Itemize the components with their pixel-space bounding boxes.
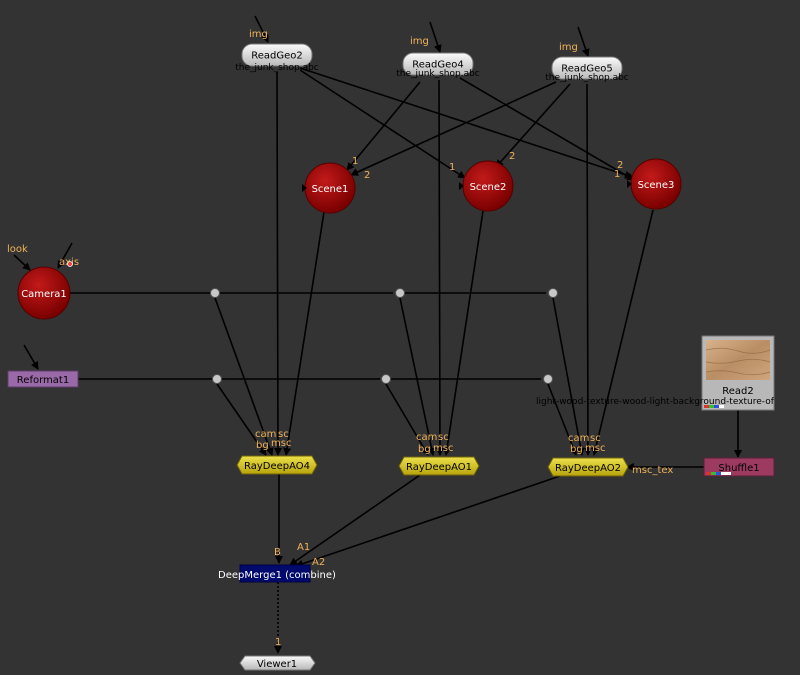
readgeo5-node[interactable]: ReadGeo5 the_junk_shop.abc	[545, 56, 629, 83]
raydeepao2-bg-label: bg	[570, 444, 583, 455]
edge-label-2: 2	[364, 170, 370, 181]
scene1-label: Scene1	[312, 184, 349, 195]
wires	[13, 15, 742, 654]
dot-node[interactable]	[548, 288, 558, 298]
raydeepao1-node[interactable]: RayDeepAO1	[398, 456, 480, 476]
deepmerge1-label: DeepMerge1 (combine)	[218, 570, 336, 581]
readgeo5-file: the_junk_shop.abc	[545, 73, 629, 83]
axis-input-dot[interactable]	[67, 261, 73, 267]
dot-node[interactable]	[210, 288, 220, 298]
wire-readgeo4-raydeepao1	[435, 79, 444, 456]
deepmerge-a1-label: A1	[297, 542, 310, 553]
dot-node[interactable]	[381, 374, 391, 384]
wire-cam-raydeepao1	[399, 297, 436, 456]
input-labels: img img img 1 2 1 2 2 1 look axis cam sc…	[7, 29, 673, 648]
readgeo4-file: the_junk_shop.abc	[396, 69, 480, 79]
readgeo5-label: ReadGeo5	[561, 64, 613, 75]
wire-camera-look	[13, 254, 31, 271]
readgeo5-input-label: img	[559, 42, 578, 53]
wire-scene2-raydeepao1	[443, 210, 484, 456]
wire-readgeo5-raydeepao2	[583, 83, 592, 456]
dots	[210, 288, 558, 384]
wire-readgeo4-scene3	[459, 77, 635, 181]
wire-raydeepao2-deepmerge	[295, 475, 561, 568]
camera1-node[interactable]: Camera1	[17, 261, 73, 320]
readgeo2-label: ReadGeo2	[251, 51, 303, 62]
reformat1-label: Reformat1	[17, 375, 69, 386]
viewer-input-label: 1	[275, 637, 281, 648]
scene2-label: Scene2	[470, 182, 507, 193]
wire-readgeo4-scene1	[346, 81, 421, 171]
deepmerge-b-label: B	[274, 547, 281, 558]
edge-label-1: 1	[449, 162, 455, 173]
raydeepao2-msc-label: msc	[585, 443, 605, 454]
wire-readgeo5-input	[577, 26, 590, 57]
raydeepao2-node[interactable]: RayDeepAO2	[547, 457, 629, 477]
raydeepao1-label: RayDeepAO1	[406, 462, 472, 473]
read2-file: light-wood-texture-wood-light-background…	[536, 397, 775, 407]
camera1-label: Camera1	[21, 289, 67, 300]
wire-readgeo2-raydeepao4	[273, 71, 282, 456]
wire-readgeo4-input	[429, 21, 442, 53]
dot-node[interactable]	[543, 374, 553, 384]
raydeepao2-label: RayDeepAO2	[555, 463, 621, 474]
edge-label-1: 1	[352, 156, 358, 167]
wire-bg-raydeepao1	[385, 383, 429, 456]
edge-label-2: 2	[509, 151, 515, 162]
raydeepao4-node[interactable]: RayDeepAO4	[236, 455, 318, 475]
read2-label: Read2	[722, 386, 754, 397]
wire-camera-axis	[57, 242, 73, 269]
raydeepao1-bg-label: bg	[418, 444, 431, 455]
deepmerge1-node[interactable]: DeepMerge1 (combine)	[218, 564, 336, 583]
viewer1-label: Viewer1	[257, 659, 297, 670]
raydeepao1-sc-label: sc	[438, 432, 449, 443]
scene3-node[interactable]: Scene3	[627, 158, 682, 210]
wire-bg-raydeepao2	[547, 383, 578, 456]
shuffle1-label: Shuffle1	[718, 463, 759, 474]
raydeepao4-sc-label: sc	[278, 429, 289, 440]
wire-cam-raydeepao4	[214, 297, 274, 456]
readgeo2-node[interactable]: ReadGeo2 the_junk_shop.abc	[235, 43, 319, 73]
raydeepao4-msc-label: msc	[271, 438, 291, 449]
raydeepao4-bg-label: bg	[256, 440, 269, 451]
dot-node[interactable]	[395, 288, 405, 298]
dot-node[interactable]	[212, 374, 222, 384]
wire-bg-raydeepao4	[216, 383, 267, 456]
wire-readgeo2-scene2	[299, 69, 466, 179]
readgeo4-node[interactable]: ReadGeo4 the_junk_shop.abc	[396, 52, 480, 79]
readgeo2-file: the_junk_shop.abc	[235, 63, 319, 73]
raydeepao4-label: RayDeepAO4	[244, 461, 310, 472]
wire-scene3-raydeepao2	[591, 209, 654, 456]
edge-label-1: 1	[614, 169, 620, 180]
raydeepao4-cam-label: cam	[255, 429, 276, 440]
scene2-node[interactable]: Scene2	[459, 160, 514, 212]
raydeepao1-cam-label: cam	[416, 432, 437, 443]
read2-node[interactable]: Read2	[701, 335, 775, 411]
edge-label-2: 2	[617, 160, 623, 171]
scene3-label: Scene3	[638, 180, 675, 191]
wire-readgeo2-input	[254, 15, 269, 43]
raydeepao2-sc-label: sc	[590, 433, 601, 444]
reformat1-node[interactable]: Reformat1	[7, 370, 79, 388]
wire-readgeo5-scene2	[495, 83, 571, 168]
wire-cam-raydeepao2	[552, 297, 585, 456]
readgeo4-input-label: img	[410, 36, 429, 47]
camera-look-label: look	[7, 244, 28, 255]
raydeepao1-msc-label: msc	[433, 443, 453, 454]
raydeepao2-cam-label: cam	[568, 433, 589, 444]
shuffle1-node[interactable]: Shuffle1	[703, 457, 775, 477]
wire-scene1-raydeepao4	[283, 211, 325, 456]
wire-readgeo5-scene1	[350, 81, 557, 176]
wire-reformat-input	[23, 344, 39, 370]
viewer1-node[interactable]: Viewer1	[239, 655, 316, 671]
readgeo2-input-label: img	[249, 29, 268, 40]
deepmerge-a2-label: A2	[312, 557, 325, 568]
readgeo4-label: ReadGeo4	[412, 60, 464, 71]
wire-raydeepao1-deepmerge	[289, 474, 421, 566]
raydeepao2-msc-tex-label: msc_tex	[632, 465, 673, 476]
scene1-node[interactable]: Scene1	[302, 162, 356, 214]
